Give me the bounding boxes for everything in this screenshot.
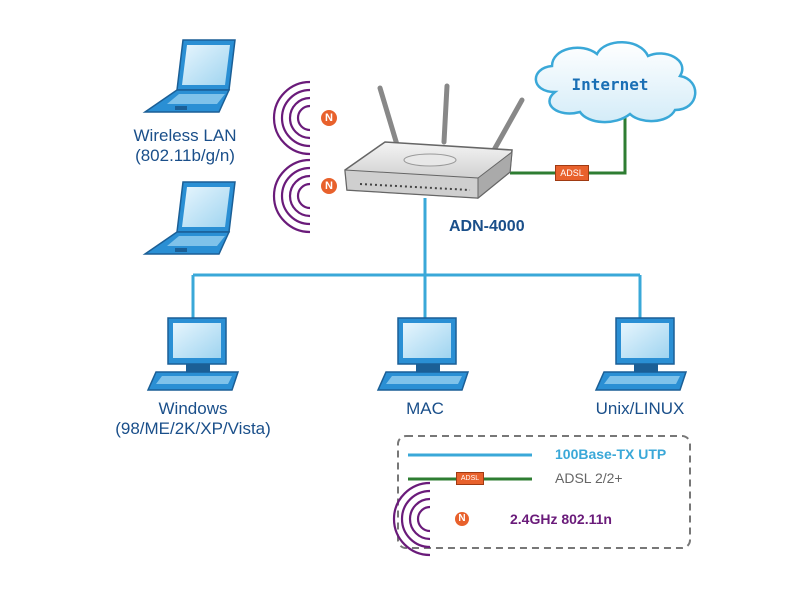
adsl-badge: ADSL	[555, 165, 589, 181]
laptop-icon	[144, 181, 236, 255]
legend-adsl-label: ADSL 2/2+	[555, 470, 623, 486]
desktop-pc-icon	[377, 317, 469, 391]
legend-adsl-badge: ADSL	[456, 472, 484, 485]
laptop-icon	[144, 39, 236, 113]
windows-label: Windows (98/ME/2K/XP/Vista)	[83, 399, 303, 439]
router-icon	[344, 83, 525, 200]
desktop-pc-icon	[147, 317, 239, 391]
wireless-wave-icon	[272, 80, 312, 156]
legend-box	[397, 435, 691, 549]
lan-lines	[191, 198, 642, 318]
wireless-wave-icon	[392, 481, 432, 557]
cloud-icon	[534, 41, 697, 124]
legend-wifi-label: 2.4GHz 802.11n	[510, 511, 612, 527]
unix-label: Unix/LINUX	[595, 399, 685, 418]
wireless-lan-standard: (802.11b/g/n)	[135, 146, 235, 165]
desktop-pc-icon	[595, 317, 687, 391]
mac-label: MAC	[406, 399, 444, 418]
internet-label: Internet	[571, 75, 649, 94]
wireless-wave-icon	[272, 158, 312, 234]
wireless-n-badge: N	[321, 178, 337, 194]
adsl-line	[510, 112, 627, 175]
windows-versions: (98/ME/2K/XP/Vista)	[115, 419, 271, 438]
wireless-lan-label: Wireless LAN (802.11b/g/n)	[105, 126, 265, 166]
wireless-lan-title: Wireless LAN	[133, 126, 237, 145]
windows-title: Windows	[158, 399, 228, 418]
legend-utp-label: 100Base-TX UTP	[555, 446, 667, 462]
router-name: ADN-4000	[449, 218, 525, 235]
legend-wireless-n-badge: N	[455, 512, 469, 526]
wireless-n-badge: N	[321, 110, 337, 126]
